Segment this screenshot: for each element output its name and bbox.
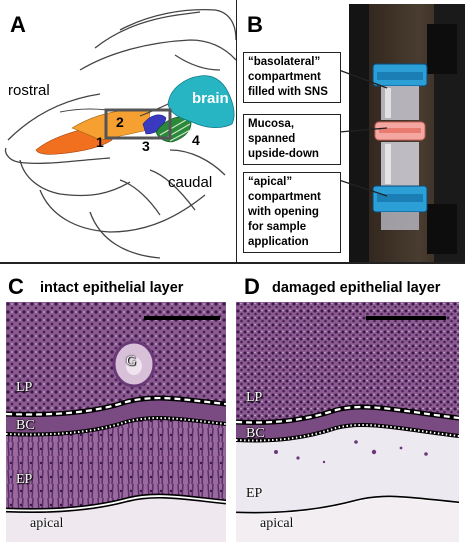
region-3-shape [142,114,167,135]
label-rostral: rostral [8,82,50,99]
label-brain: brain [192,90,229,107]
panel-d-label-bc: BC [246,426,265,441]
label-caudal: caudal [168,174,213,191]
region-highlight-box [104,108,172,140]
panel-c-label-apical: apical [30,516,64,531]
panel-a-letter: A [10,12,26,37]
callout-apical-line-3: with opening [248,206,319,218]
panel-b: B “ [236,0,465,262]
panel-c-label-bc: BC [16,418,35,433]
panel-c-label-g: G [126,354,137,369]
panel-c-letter: C [8,274,24,299]
label-region-3: 3 [142,138,150,154]
callout-basolateral-line-3: filled with SNS [248,86,328,98]
panel-d-label-apical: apical [260,516,294,531]
skull-diagram [4,8,236,259]
callout-apical-line-5: application [248,236,309,248]
panel-d-label-ep: EP [246,486,263,501]
panel-d-letter: D [244,274,260,299]
callout-mucosa: Mucosa, spanned upside-down [243,114,341,165]
callout-basolateral: “basolateral” compartment filled with SN… [243,52,341,103]
panel-c-label-lp: LP [16,380,33,395]
brain-shape [167,75,235,128]
label-region-1: 1 [96,134,104,150]
callout-mucosa-line-3: upside-down [248,148,319,160]
panel-c-micrograph: G LP BC EP apical [6,302,226,542]
callout-apical-line-1: “apical” [248,176,293,188]
panel-d-caption: damaged epithelial layer [272,280,441,296]
callout-basolateral-line-1: “basolateral” [248,56,321,68]
callout-apical-line-2: compartment [248,191,321,203]
callout-basolateral-line-2: compartment [248,71,321,83]
panel-d-label-lp: LP [246,390,263,405]
callout-mucosa-line-2: spanned [248,133,296,145]
label-region-4: 4 [192,132,200,148]
callout-mucosa-line-1: Mucosa, [248,118,295,130]
callout-apical: “apical” compartment with opening for sa… [243,172,341,253]
ussing-chamber-photo [349,4,465,262]
panel-d-scale-bar [366,316,446,320]
panel-d-micrograph: LP BC EP apical [236,302,459,542]
panel-c-label-ep: EP [16,472,33,487]
panel-a: A rostral caudal brain 1 2 3 4 [0,0,236,262]
panel-divider [0,262,465,264]
panel-c-scale-bar [144,316,220,320]
label-region-2: 2 [116,114,124,130]
panel-b-letter: B [247,12,263,37]
panel-c-caption: intact epithelial layer [40,280,184,296]
callout-apical-line-4: for sample [248,221,307,233]
